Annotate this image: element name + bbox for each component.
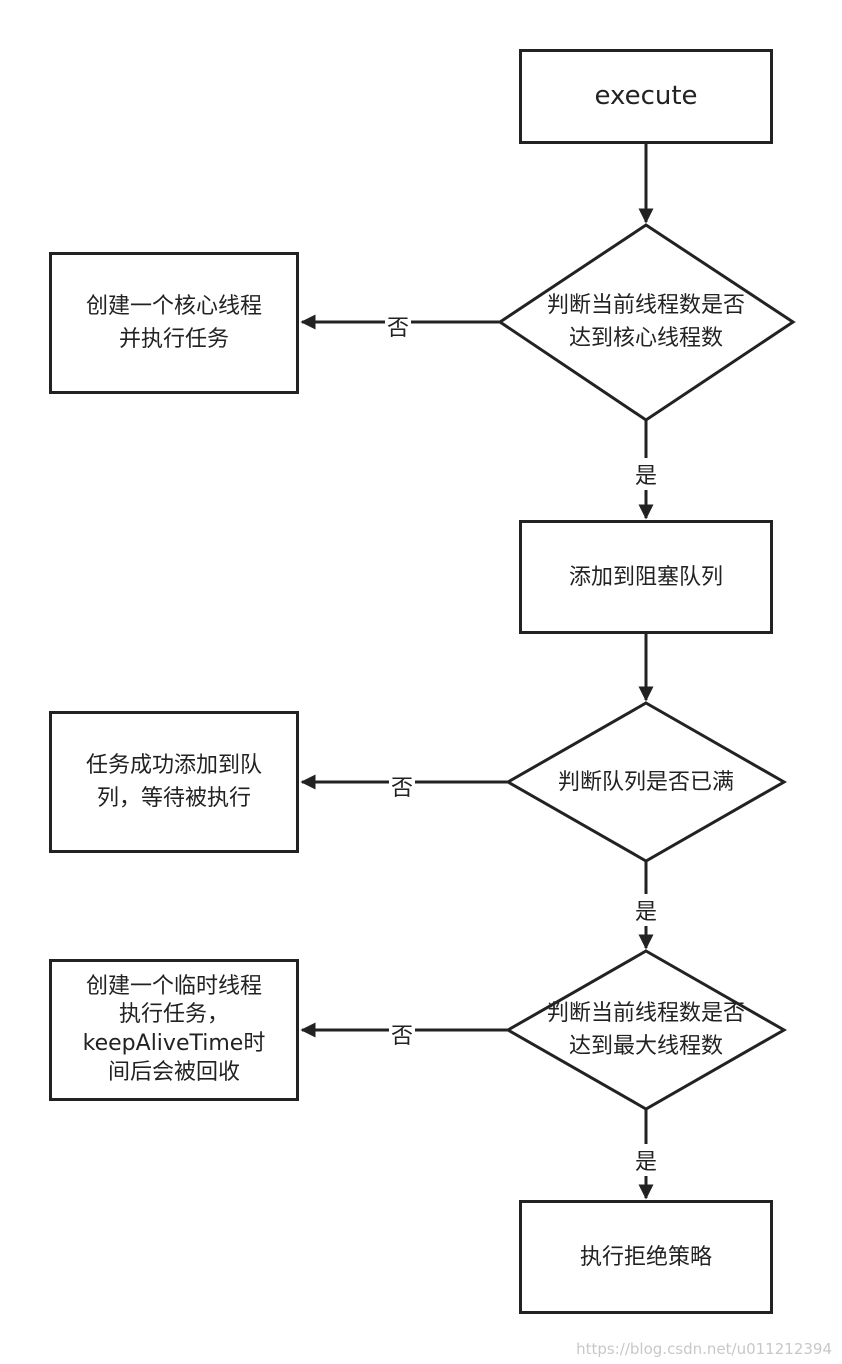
add-to-queue-label: 添加到阻塞队列 bbox=[568, 564, 723, 590]
watermark: https://blog.csdn.net/u011212394 bbox=[576, 1340, 832, 1358]
create-core-thread-box: 创建一个核心线程 并执行任务 bbox=[49, 252, 299, 394]
execute-label: execute bbox=[594, 81, 698, 111]
reject-box: 执行拒绝策略 bbox=[519, 1200, 773, 1314]
queued-ok-box: 任务成功添加到队 列，等待被执行 bbox=[49, 711, 299, 853]
check-core-text: 判断当前线程数是否 达到核心线程数 bbox=[510, 282, 782, 362]
reject-label: 执行拒绝策略 bbox=[579, 1244, 712, 1270]
create-temp-thread-label: 创建一个临时线程 执行任务， keepAliveTime时 间后会被回收 bbox=[82, 973, 266, 1085]
add-to-queue-box: 添加到阻塞队列 bbox=[519, 520, 773, 634]
execute-box: execute bbox=[519, 49, 773, 144]
edge-label-core-yes: 是 bbox=[632, 458, 660, 490]
create-core-thread-label: 创建一个核心线程 并执行任务 bbox=[85, 294, 262, 352]
edge-label-queue-no: 否 bbox=[388, 770, 416, 802]
check-max-label: 判断当前线程数是否 达到最大线程数 bbox=[546, 1001, 745, 1059]
create-temp-thread-box: 创建一个临时线程 执行任务， keepAliveTime时 间后会被回收 bbox=[49, 959, 299, 1101]
check-queue-text: 判断队列是否已满 bbox=[520, 762, 772, 802]
edge-label-max-no: 否 bbox=[388, 1018, 416, 1050]
check-queue-label: 判断队列是否已满 bbox=[557, 769, 734, 795]
edge-label-core-no: 否 bbox=[384, 310, 412, 342]
check-max-text: 判断当前线程数是否 达到最大线程数 bbox=[515, 990, 777, 1070]
queued-ok-label: 任务成功添加到队 列，等待被执行 bbox=[85, 753, 262, 811]
edge-label-queue-yes: 是 bbox=[632, 894, 660, 926]
check-core-label: 判断当前线程数是否 达到核心线程数 bbox=[546, 293, 745, 351]
edge-label-max-yes: 是 bbox=[632, 1144, 660, 1176]
